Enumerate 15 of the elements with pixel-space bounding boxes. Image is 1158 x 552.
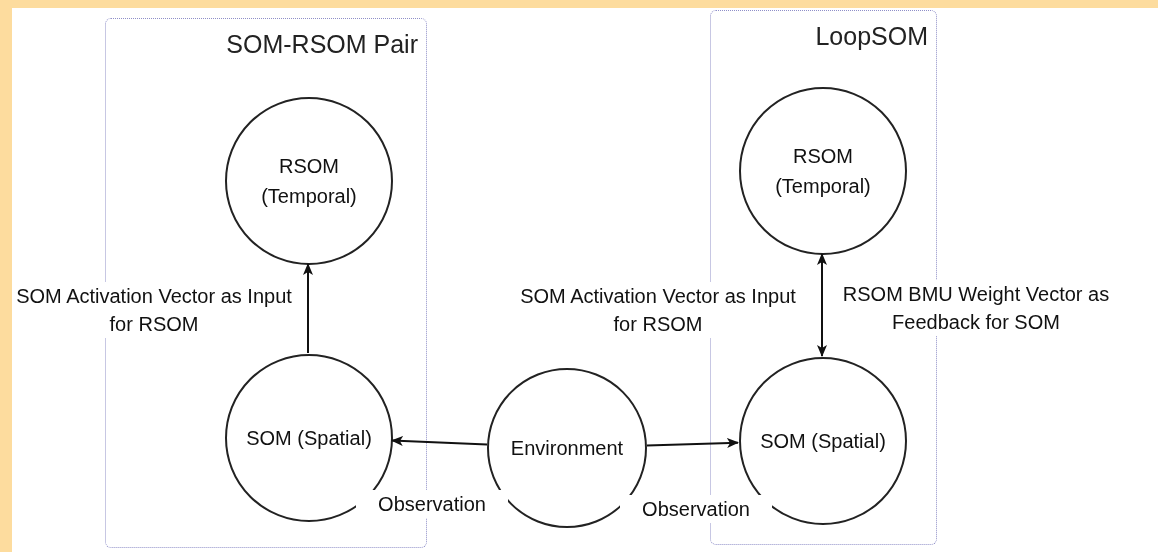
edge-label: SOM Activation Vector as Input for RSOM <box>14 282 294 338</box>
circle-label: SOM (Spatial) <box>759 429 887 454</box>
arrow <box>817 253 827 357</box>
group-title: SOM-RSOM Pair <box>226 29 418 60</box>
circle-label: Environment <box>509 436 625 461</box>
arrow <box>645 438 740 448</box>
edge-label: Observation <box>356 490 508 518</box>
arrow <box>390 436 489 447</box>
circle-label: RSOM (Temporal) <box>774 144 872 199</box>
arrow <box>303 263 313 354</box>
annotation-text: SOM Activation Vector as Input for RSOM <box>520 282 796 338</box>
edge-label: Observation <box>620 495 772 523</box>
circle-label: SOM (Spatial) <box>245 426 373 451</box>
group-title: LoopSOM <box>815 21 928 52</box>
circle-label: RSOM (Temporal) <box>260 154 358 209</box>
